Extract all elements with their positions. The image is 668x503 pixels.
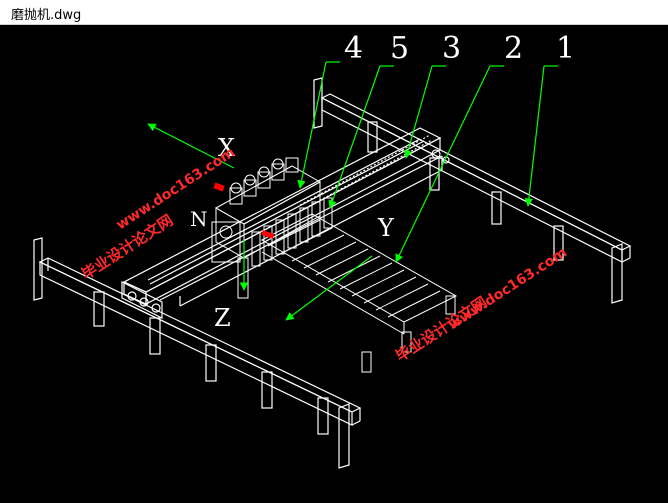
drawing-canvas[interactable]: 4 5 3 2 1 X Y Z N www.doc163.com 毕业设计论文网… — [0, 25, 668, 499]
watermark-caption: 毕业设计论文网 — [392, 293, 490, 365]
callout-2: 2 — [504, 31, 523, 66]
callout-4: 4 — [344, 31, 363, 66]
back-rail-legs — [367, 121, 564, 261]
axis-labels: X Y Z N — [190, 134, 395, 332]
watermark-2: www.doc163.com 毕业设计论文网 — [392, 245, 570, 366]
watermark-1: www.doc163.com 毕业设计论文网 — [78, 145, 238, 284]
axis-y-label: Y — [377, 214, 395, 242]
axis-z-label: Z — [214, 304, 231, 332]
red-accents — [213, 182, 275, 239]
window-title: 磨抛机.dwg — [11, 8, 82, 23]
callout-5: 5 — [390, 31, 409, 66]
front-rail-legs — [93, 291, 329, 435]
callout-3: 3 — [442, 31, 461, 66]
callout-labels: 4 5 3 2 1 — [344, 31, 575, 66]
leader-lines — [147, 61, 558, 321]
title-bar: 磨抛机.dwg — [0, 0, 668, 25]
axis-n-label: N — [190, 207, 208, 231]
cad-drawing: 4 5 3 2 1 X Y Z N www.doc163.com 毕业设计论文网… — [33, 31, 632, 469]
front-rail — [33, 237, 362, 469]
gantry-beam — [121, 127, 450, 319]
axis-x-label: X — [218, 134, 235, 162]
polishing-head — [211, 157, 333, 299]
callout-1: 1 — [556, 31, 575, 66]
